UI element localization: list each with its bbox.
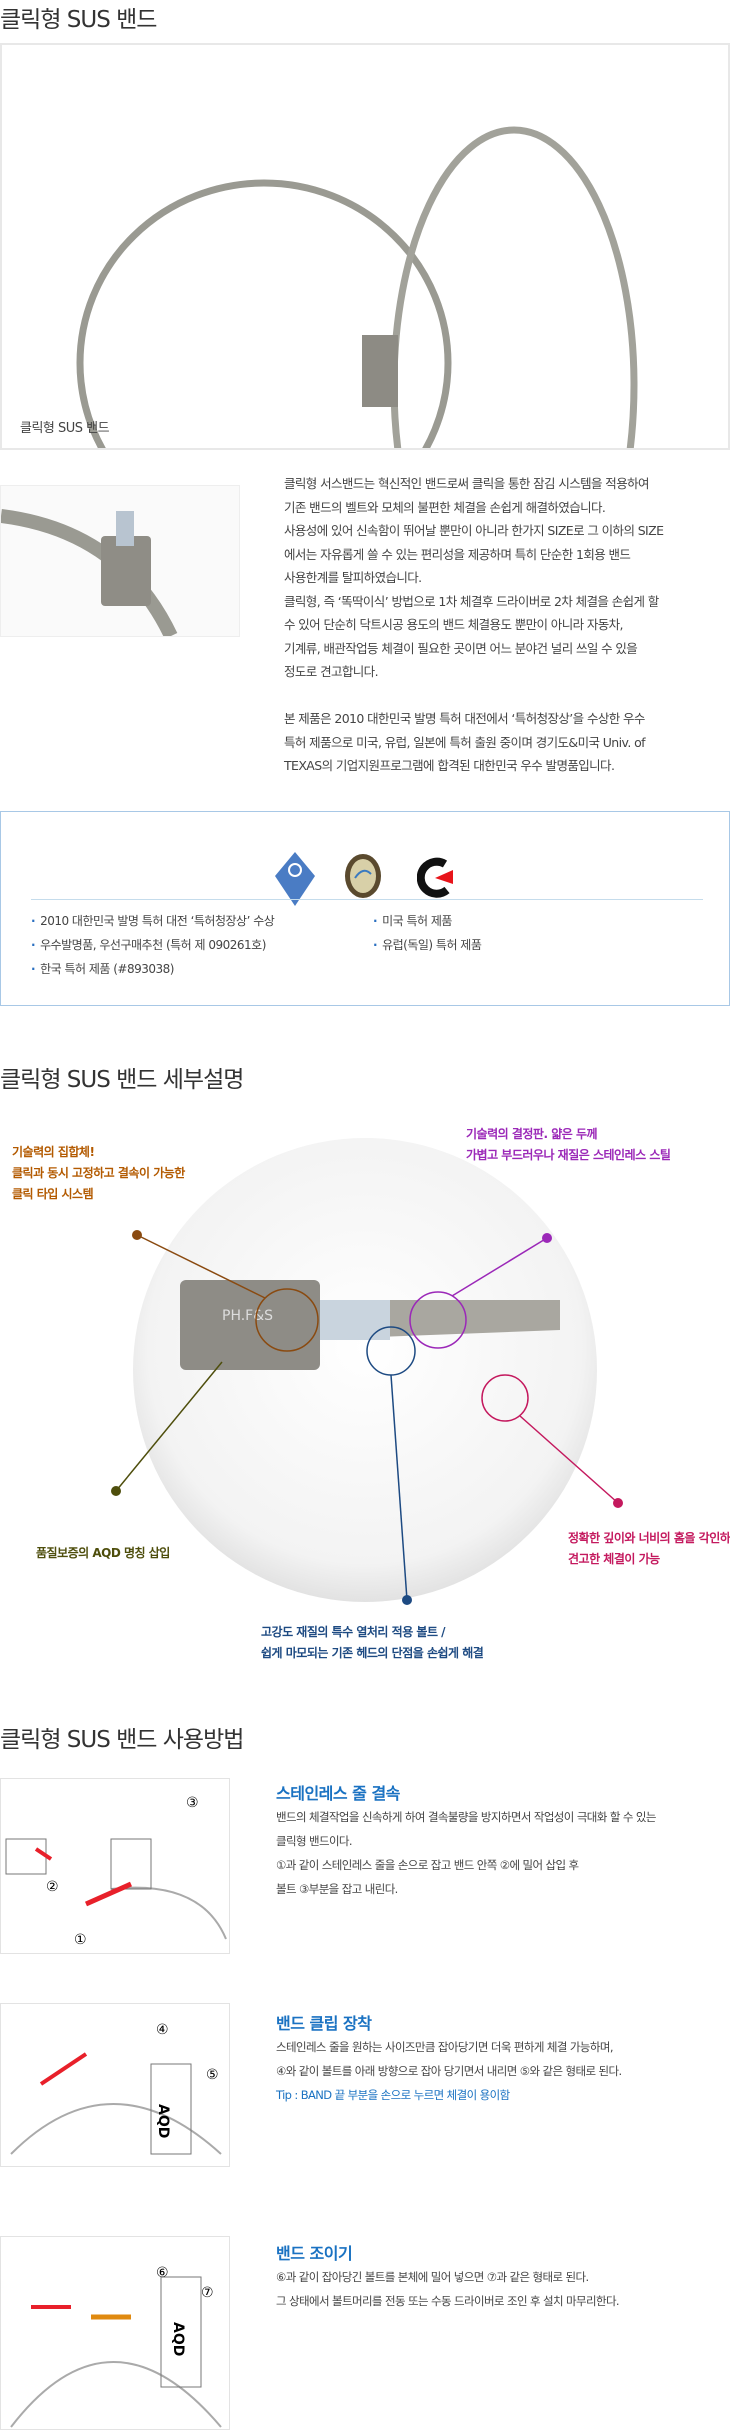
marker-4: ④ bbox=[156, 2022, 169, 2038]
clamp-upper bbox=[362, 335, 398, 407]
groove-dot bbox=[613, 1498, 623, 1508]
bolt-leader bbox=[390, 1374, 408, 1601]
usage-section-title: 클릭형 SUS 밴드 사용방법 bbox=[0, 1727, 244, 1753]
desc-line: TEXAS의 기업지원프로그램에 합격된 대한민국 우수 발명품입니다. bbox=[284, 758, 615, 773]
certification-seal-icon bbox=[345, 854, 381, 898]
bolt-dot bbox=[402, 1595, 412, 1605]
step2-illustration: AQD ④ ⑤ bbox=[0, 2003, 230, 2167]
steel-leader bbox=[451, 1237, 548, 1297]
step1-text: 밴드의 체결작업을 신속하게 하여 결속불량을 방지하면서 작업성이 극대화 할… bbox=[276, 1810, 656, 1896]
desc-line: 기계류, 배관작업등 체결이 필요한 곳이면 어느 분야건 널리 쓰일 수 있을 bbox=[284, 640, 638, 656]
step2-text: 스테인레스 줄을 원하는 사이즈만큼 잡아당기면 더욱 편하게 체결 가능하며,… bbox=[276, 2035, 622, 2107]
steel-highlight bbox=[409, 1291, 467, 1349]
patent-panel: 2010 대한민국 발명 특허 대전 ‘특허청장상’ 수상 우수발명품, 우선구… bbox=[0, 811, 730, 1006]
aqd-leader bbox=[115, 1361, 223, 1492]
marker-2: ② bbox=[46, 1879, 59, 1895]
marker-5: ⑤ bbox=[206, 2067, 219, 2083]
groove-highlight bbox=[481, 1374, 529, 1422]
aqd-label: AQD bbox=[170, 2322, 186, 2356]
photo-caption: 클릭형 SUS 밴드 bbox=[20, 421, 110, 436]
desc-line: 본 제품은 2010 대한민국 발명 특허 대전에서 ‘특허청장상’을 수상한 … bbox=[284, 711, 645, 726]
patent-item: 미국 특허 제품 bbox=[373, 912, 452, 929]
click-dot bbox=[132, 1230, 142, 1240]
step1-title: 스테인레스 줄 결속 bbox=[276, 1784, 400, 1803]
desc-line: 기존 밴드의 벨트와 모체의 불편한 체결을 손쉽게 해결하였습니다. bbox=[284, 499, 606, 515]
step3-text: ⑥과 같이 잡아당긴 볼트를 본체에 밀어 넣으면 ⑦과 같은 형태로 된다.그… bbox=[276, 2270, 620, 2308]
detail-photo-circle bbox=[133, 1138, 597, 1602]
step2-title: 밴드 클립 장착 bbox=[276, 2014, 372, 2033]
desc-spacer bbox=[284, 684, 730, 708]
callout-aqd: 품질보증의 AQD 명칭 삽입 bbox=[36, 1546, 170, 1560]
step3-illustration: AQD ⑥ ⑦ bbox=[0, 2236, 230, 2430]
desc-line: 에서는 자유롭게 쓸 수 있는 편리성을 제공하며 특히 단순한 1회용 밴드 bbox=[284, 546, 631, 562]
page-title: 클릭형 SUS 밴드 bbox=[0, 7, 157, 33]
clamp-detail-photo bbox=[0, 485, 240, 640]
clamp-body bbox=[180, 1280, 320, 1370]
patent-mark-icon bbox=[417, 857, 453, 898]
marker-7: ⑦ bbox=[201, 2285, 214, 2301]
desc-line: 사용성에 있어 신속함이 뛰어날 뿐만이 아니라 한가지 SIZE로 그 이하의… bbox=[284, 523, 664, 538]
marker-3: ③ bbox=[186, 1795, 199, 1811]
click-leader bbox=[136, 1234, 266, 1299]
aqd-label: AQD bbox=[155, 2104, 171, 2138]
step3-title: 밴드 조이기 bbox=[276, 2244, 353, 2263]
patent-item: 한국 특허 제품 (#893038) bbox=[31, 960, 174, 977]
divider bbox=[31, 899, 703, 900]
callout-bolt: 고강도 재질의 특수 열처리 적용 볼트 /쉽게 마모되는 기존 헤드의 단점을… bbox=[261, 1625, 484, 1660]
patent-item: 2010 대한민국 발명 특허 대전 ‘특허청장상’ 수상 bbox=[31, 912, 275, 929]
patent-item: 우수발명품, 우선구매추천 (특허 제 090261호) bbox=[31, 936, 266, 953]
marker-1: ① bbox=[74, 1932, 87, 1948]
invention-award-icon bbox=[275, 852, 315, 906]
tip-text: Tip : BAND 끝 부분을 손으로 누르면 체결이 용이함 bbox=[276, 2088, 510, 2102]
band-rings-illustration bbox=[76, 126, 638, 644]
desc-line: 클릭형 서스밴드는 혁신적인 밴드로써 클릭을 통한 잠김 시스템을 적용하여 bbox=[284, 476, 649, 491]
detail-diagram: PH.F&S bbox=[111, 1138, 623, 1605]
bolt bbox=[320, 1300, 390, 1340]
desc-line: 클릭형, 즉 ‘똑딱이식’ 방법으로 1차 체결후 드라이버로 2차 체결을 손… bbox=[284, 593, 659, 609]
desc-line: 수 있어 단순히 닥트시공 용도의 밴드 체결용도 뿐만이 아니라 자동차, bbox=[284, 617, 624, 632]
clamp-label: PH.F&S bbox=[222, 1308, 273, 1324]
product-description: 클릭형 서스밴드는 혁신적인 밴드로써 클릭을 통한 잠김 시스템을 적용하여 … bbox=[284, 472, 730, 778]
patent-item: 유럽(독일) 특허 제품 bbox=[373, 936, 482, 953]
desc-line: 정도로 견고합니다. bbox=[284, 664, 379, 679]
click-highlight bbox=[255, 1288, 319, 1352]
groove-leader bbox=[519, 1415, 619, 1504]
step1-illustration: ① ② ③ bbox=[0, 1778, 230, 1954]
product-photo: 클릭형 SUS 밴드 bbox=[0, 43, 730, 644]
detail-section-title: 클릭형 SUS 밴드 세부설명 bbox=[0, 1067, 244, 1093]
marker-6: ⑥ bbox=[156, 2265, 169, 2281]
steel-dot bbox=[542, 1233, 552, 1243]
aqd-dot bbox=[111, 1486, 121, 1496]
desc-line: 사용한계를 탈피하였습니다. bbox=[284, 570, 422, 585]
desc-line: 특허 제품으로 미국, 유럽, 일본에 특허 출원 중이며 경기도&미국 Uni… bbox=[284, 734, 646, 750]
